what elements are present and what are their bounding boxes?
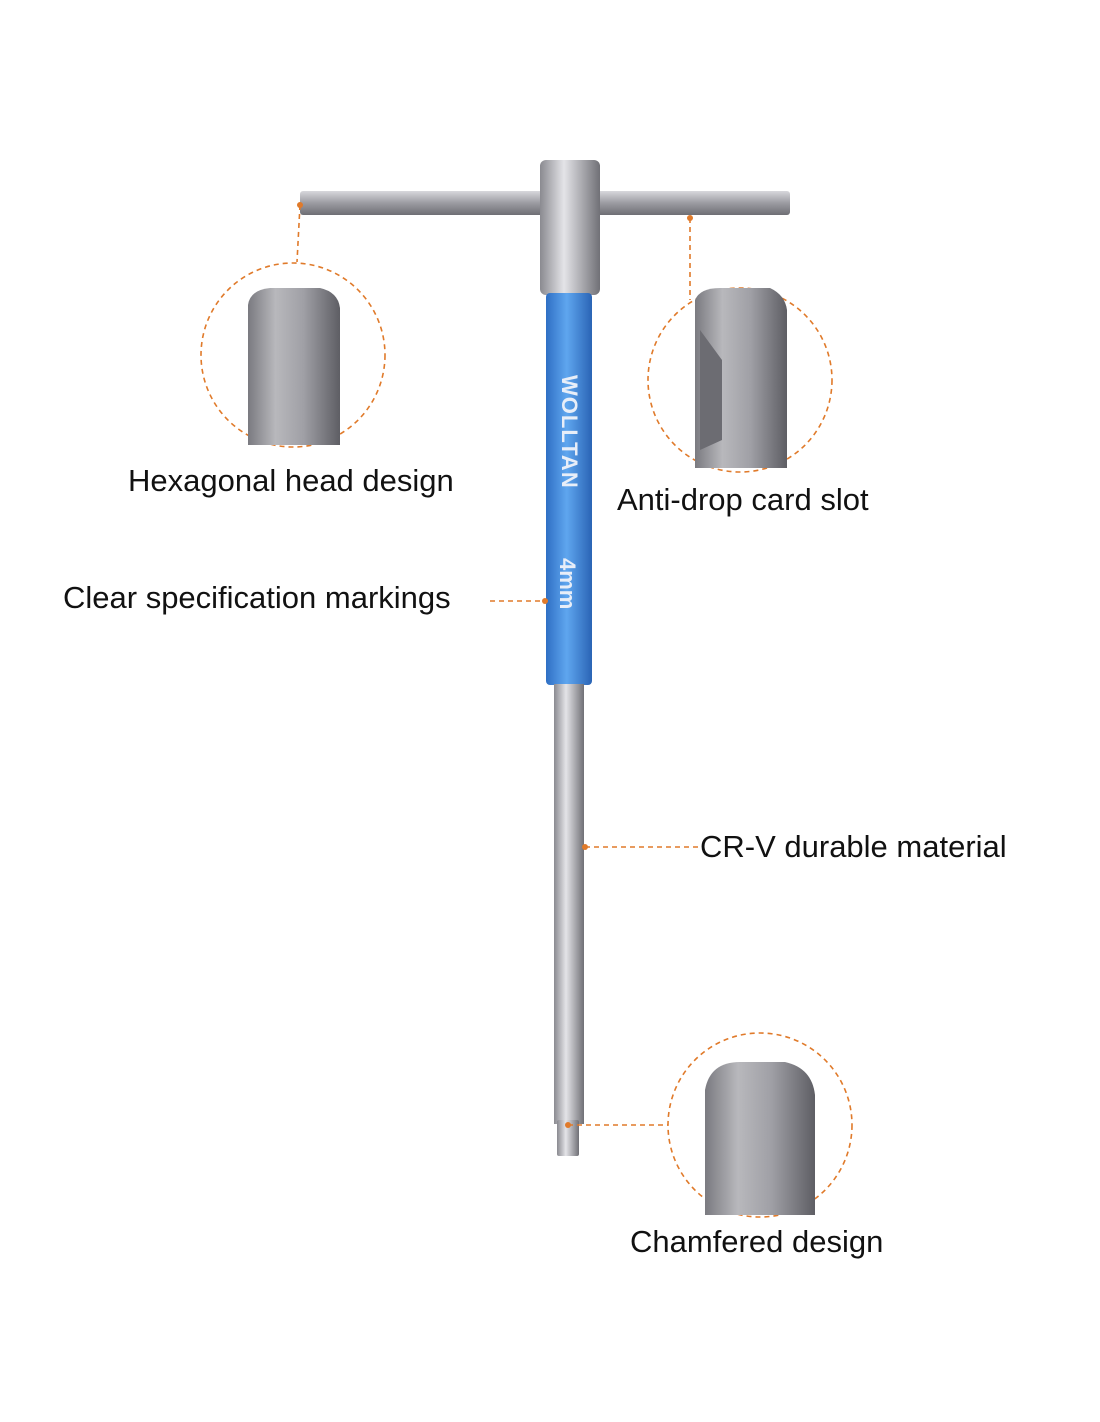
socket-head <box>540 160 600 295</box>
leader-hexagonal <box>296 204 301 263</box>
blue-handle <box>546 293 592 685</box>
brand-logo: WOLLTAN <box>557 375 582 489</box>
slot-closeup-right <box>695 288 787 468</box>
label-material: CR-V durable material <box>700 829 1007 864</box>
label-anti-drop: Anti-drop card slot <box>617 482 869 517</box>
label-hexagonal-head: Hexagonal head design <box>128 463 454 498</box>
label-chamfered: Chamfered design <box>630 1224 884 1259</box>
label-markings: Clear specification markings <box>63 580 451 615</box>
hex-closeup-bottom <box>705 1062 815 1215</box>
hex-tip <box>557 1120 579 1156</box>
callout-circle-hexagonal <box>200 262 386 448</box>
hex-closeup-left <box>248 288 340 445</box>
shaft <box>554 684 584 1124</box>
size-marking: 4mm <box>555 558 580 609</box>
